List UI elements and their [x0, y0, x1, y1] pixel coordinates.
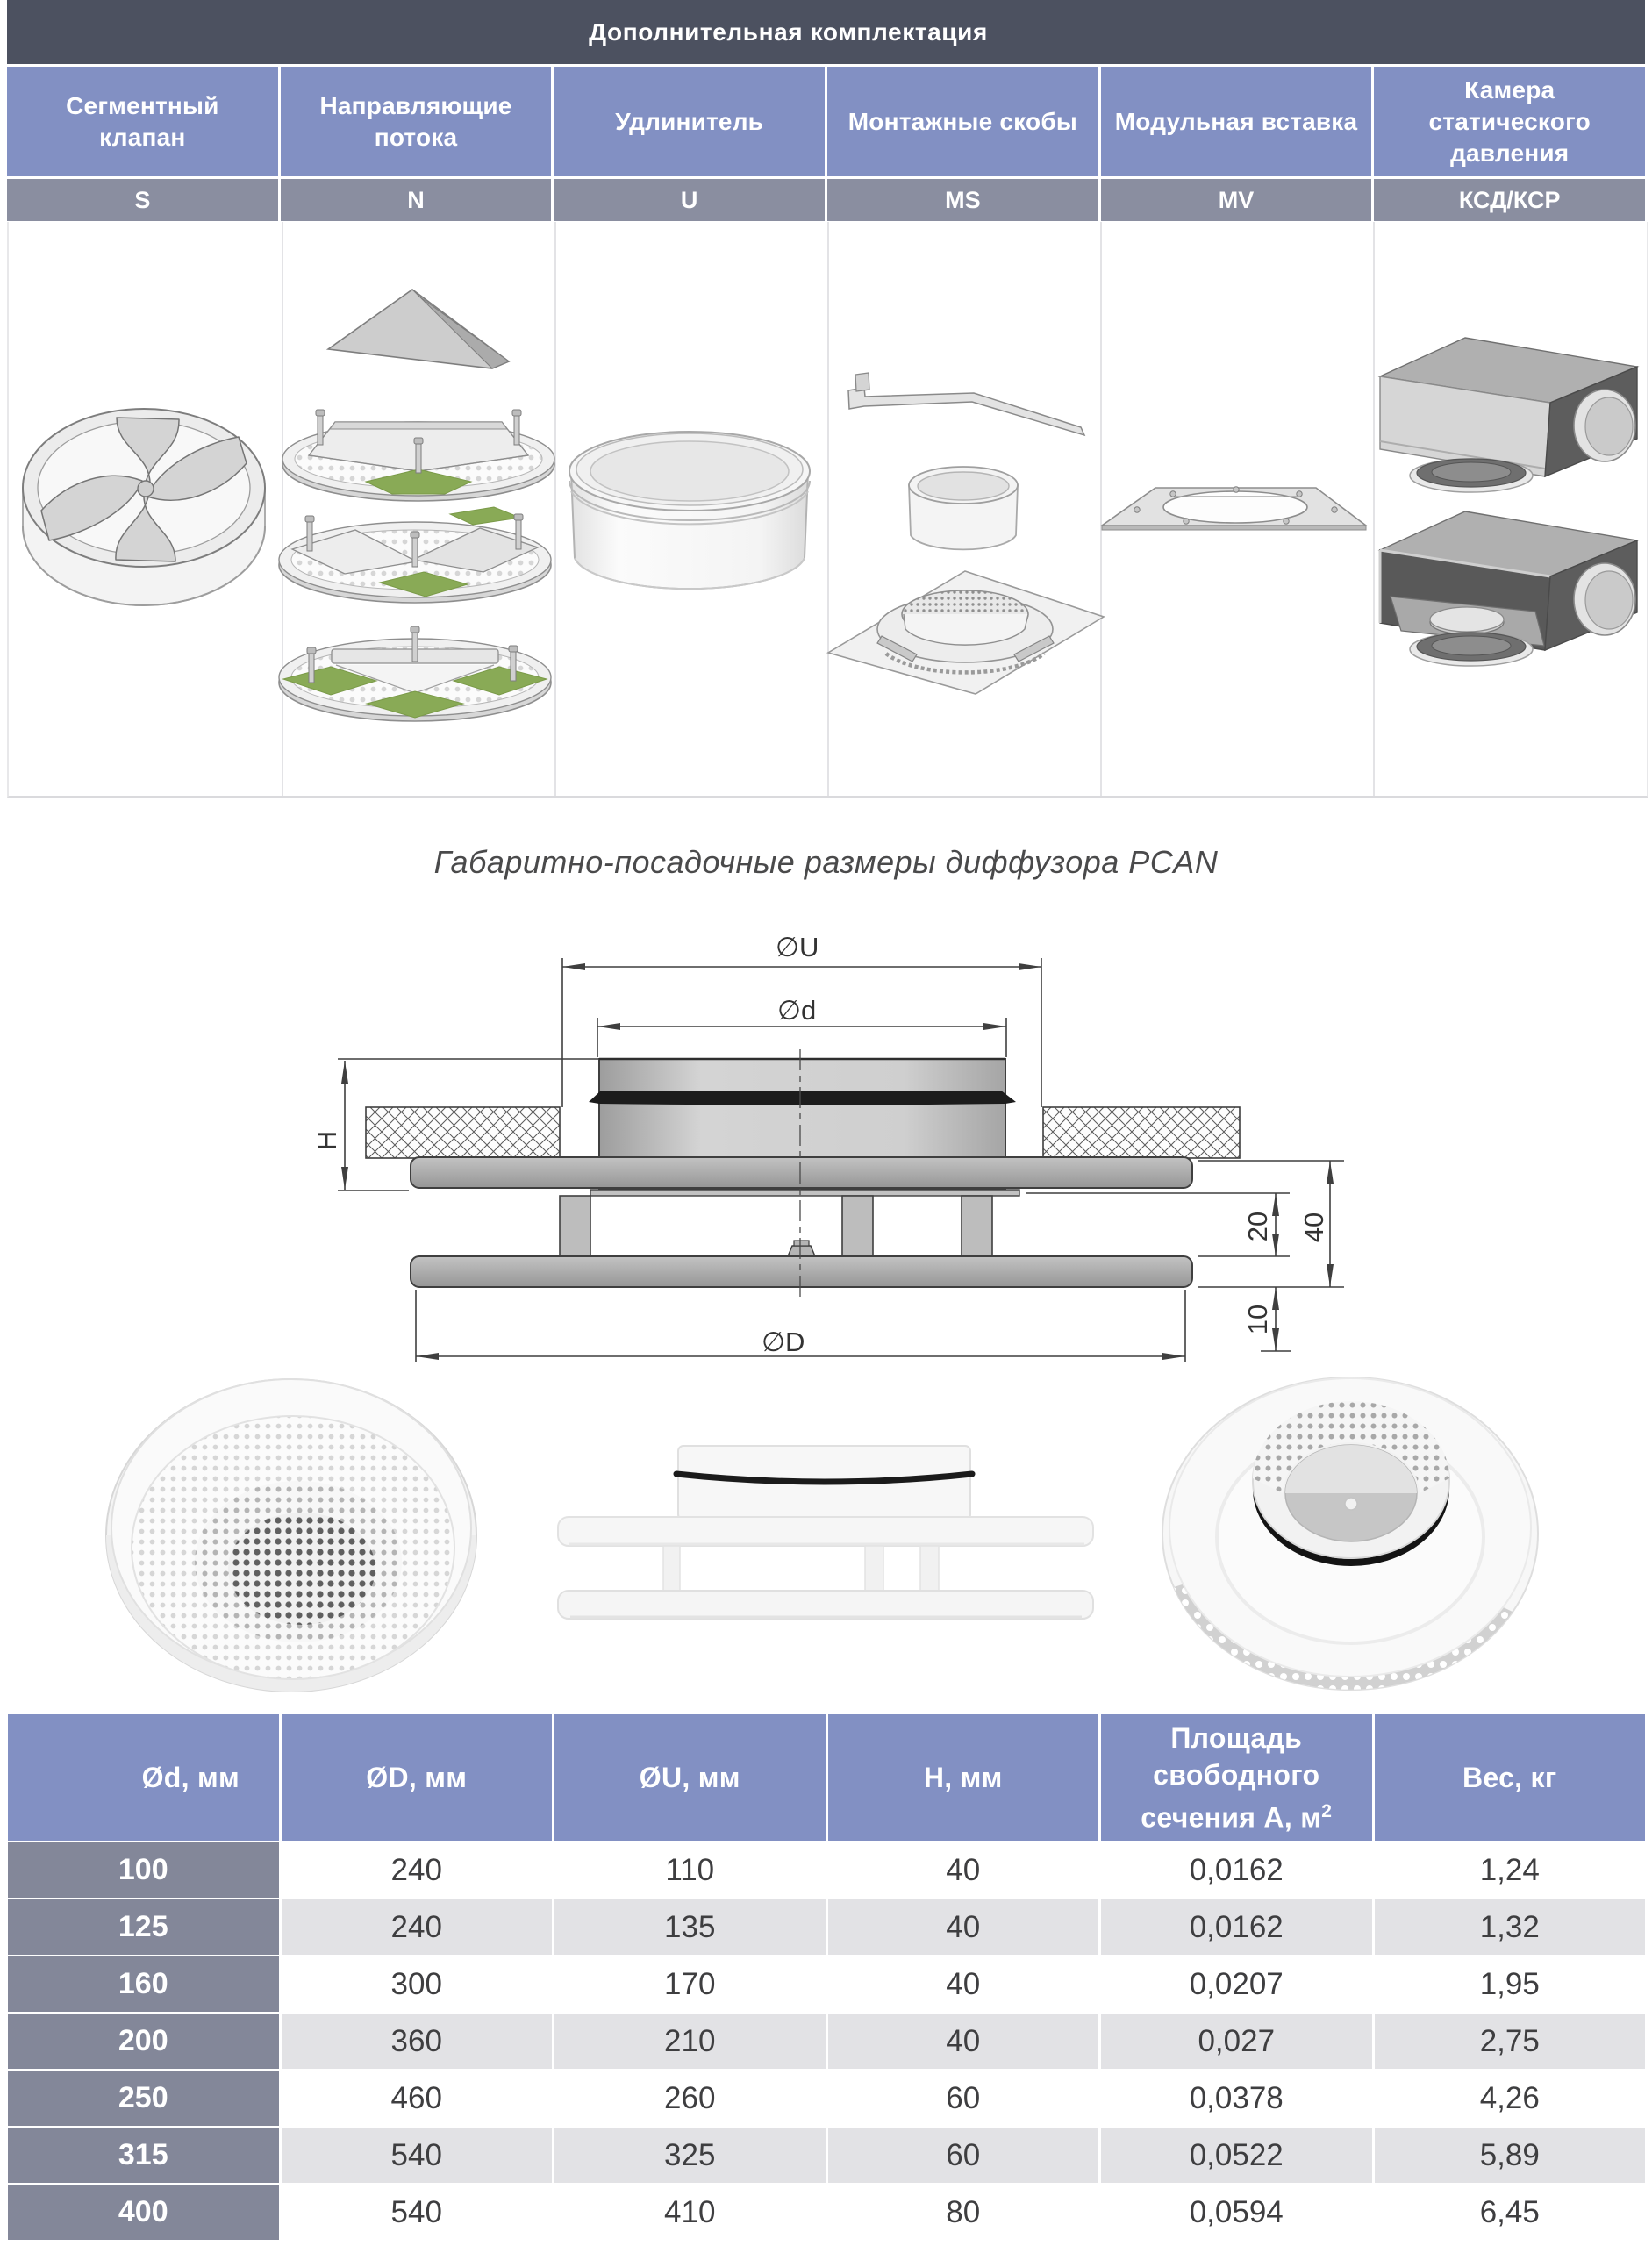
svg-text:∅D: ∅D — [762, 1327, 805, 1357]
svg-text:20: 20 — [1242, 1212, 1273, 1241]
svg-text:40: 40 — [1298, 1212, 1329, 1242]
svg-text:10: 10 — [1242, 1305, 1273, 1334]
svg-text:∅U: ∅U — [776, 932, 819, 962]
svg-text:H: H — [311, 1131, 342, 1150]
svg-text:∅d: ∅d — [777, 995, 816, 1026]
